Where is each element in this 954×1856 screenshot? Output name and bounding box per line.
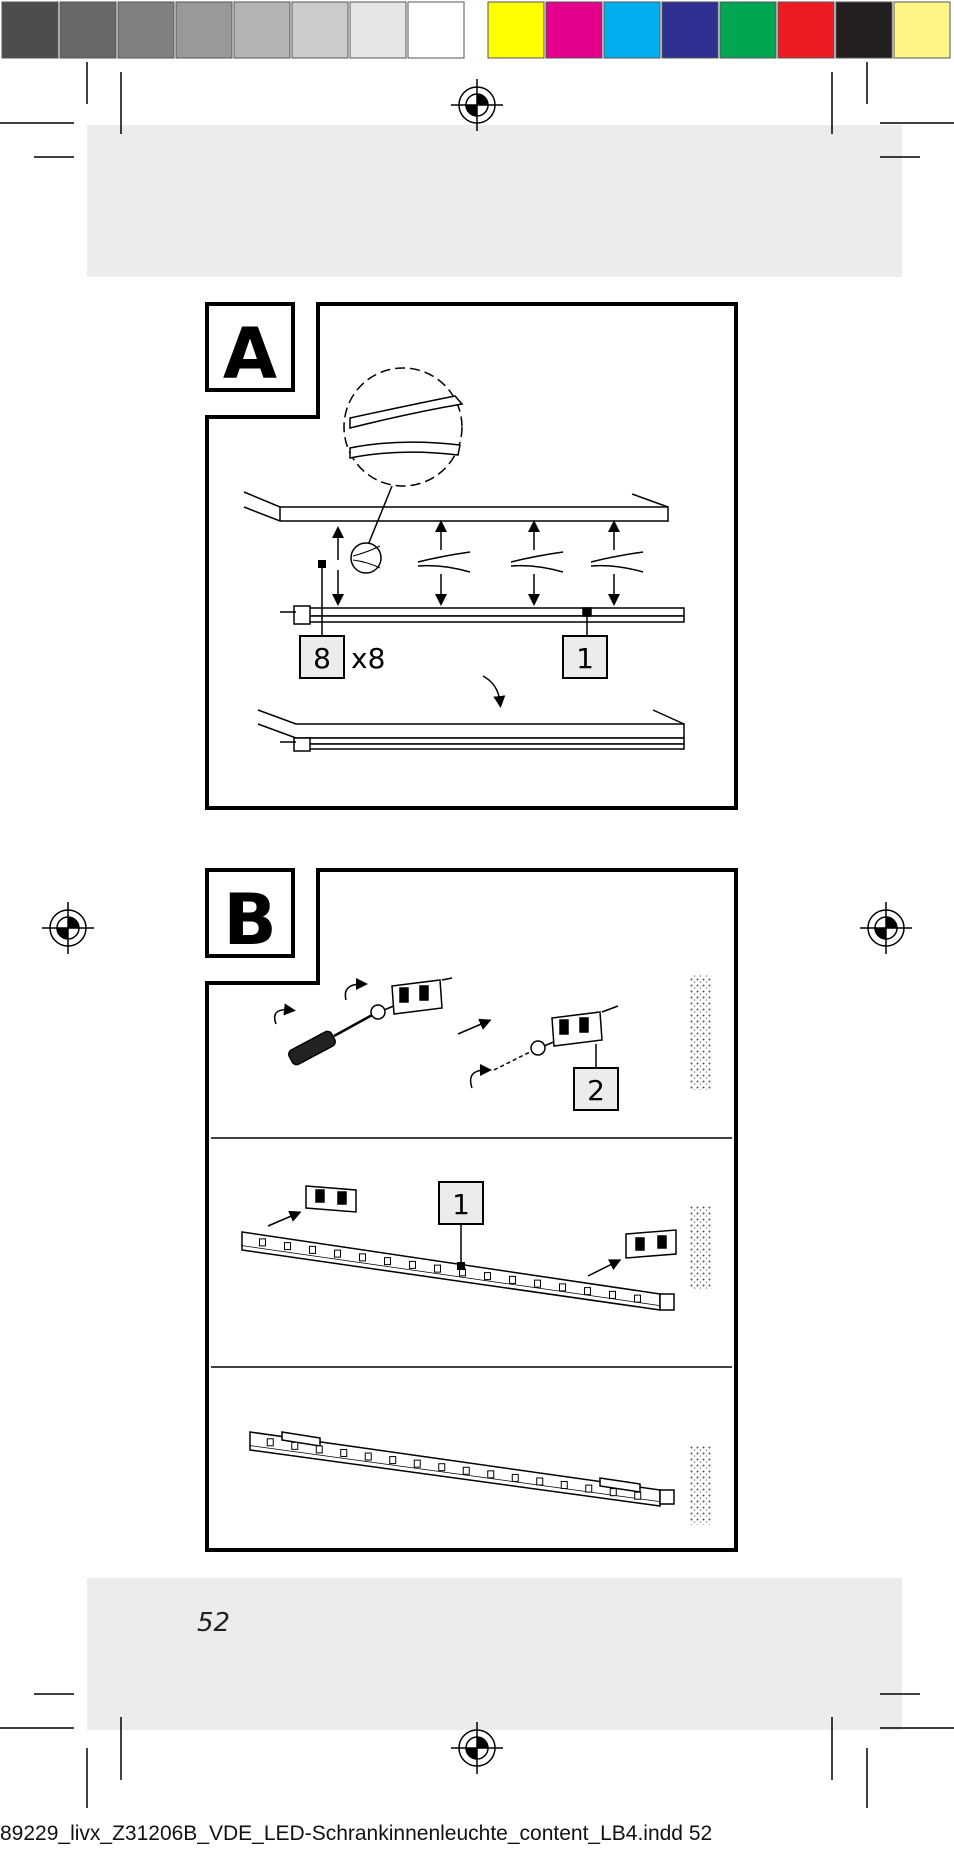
registration-mark-top bbox=[451, 79, 503, 131]
led-dot bbox=[487, 1470, 495, 1479]
led-dot bbox=[509, 1275, 516, 1284]
led-dot bbox=[534, 1279, 541, 1288]
led-dot bbox=[315, 1445, 323, 1454]
figure-a-frame bbox=[205, 302, 738, 810]
figure-b-clip-mounting-diagram: B 2 bbox=[205, 868, 738, 1552]
led-dots-bar-2 bbox=[266, 1438, 642, 1500]
led-dot bbox=[560, 1481, 568, 1490]
svg-text:1: 1 bbox=[576, 642, 594, 675]
registration-mark-right bbox=[860, 902, 912, 954]
color-swatch bbox=[545, 1, 603, 59]
led-dot bbox=[413, 1459, 421, 1468]
color-swatch bbox=[175, 1, 233, 59]
led-dot bbox=[484, 1272, 491, 1281]
color-swatch bbox=[661, 1, 719, 59]
led-dot bbox=[334, 1249, 341, 1258]
svg-text:1: 1 bbox=[452, 1188, 470, 1221]
shelf-top bbox=[243, 491, 669, 522]
rotate-arrow-icons bbox=[273, 978, 492, 1089]
quantity-label: x8 bbox=[351, 642, 385, 675]
callout-part-8: 8 bbox=[299, 560, 345, 679]
led-dot bbox=[438, 1463, 446, 1472]
color-swatch bbox=[117, 1, 175, 59]
screwdriver-icon bbox=[288, 1012, 375, 1066]
callout-part-1-b: 1 bbox=[438, 1181, 484, 1270]
mounting-clip-2 bbox=[551, 1005, 619, 1047]
footer-band bbox=[87, 1578, 902, 1730]
led-dot bbox=[409, 1260, 416, 1269]
print-slug: 89229_livx_Z31206B_VDE_LED-Schrankinnenl… bbox=[0, 1822, 713, 1845]
led-bar-a1 bbox=[280, 605, 685, 625]
led-dot bbox=[634, 1491, 642, 1500]
color-swatch bbox=[349, 1, 407, 59]
led-dot bbox=[536, 1477, 544, 1486]
wall-texture-2 bbox=[690, 1205, 712, 1290]
color-swatch bbox=[233, 1, 291, 59]
led-dot bbox=[609, 1488, 617, 1497]
page-number: 52 bbox=[197, 1608, 231, 1638]
led-dot bbox=[384, 1257, 391, 1266]
motion-arrow-2 bbox=[267, 1210, 302, 1227]
led-dot bbox=[389, 1456, 397, 1465]
figure-b-label: B bbox=[223, 879, 276, 961]
figure-a-label-box bbox=[205, 302, 295, 392]
wall-texture-1 bbox=[690, 975, 712, 1090]
led-dot bbox=[511, 1473, 519, 1482]
mounting-clip-3 bbox=[305, 1185, 357, 1213]
header-band bbox=[87, 125, 902, 277]
curved-arrow-icon bbox=[482, 675, 506, 708]
color-swatch bbox=[603, 1, 661, 59]
led-bar-b1 bbox=[241, 1231, 675, 1311]
registration-mark-left bbox=[42, 902, 94, 954]
led-bar-b2-mounted bbox=[249, 1431, 675, 1507]
color-swatch bbox=[487, 1, 545, 59]
led-dot bbox=[359, 1253, 366, 1262]
motion-arrow-3 bbox=[587, 1259, 622, 1277]
color-swatch bbox=[291, 1, 349, 59]
led-dot bbox=[462, 1466, 470, 1475]
color-swatch bbox=[893, 1, 951, 59]
shelf-with-bar-mounted bbox=[257, 709, 685, 752]
led-dot bbox=[364, 1452, 372, 1461]
led-dot bbox=[291, 1441, 299, 1450]
svg-text:8: 8 bbox=[313, 642, 331, 675]
led-dot bbox=[559, 1283, 566, 1292]
led-dot bbox=[266, 1438, 274, 1447]
color-swatch bbox=[777, 1, 835, 59]
color-swatch bbox=[59, 1, 117, 59]
figure-a-label: A bbox=[223, 313, 277, 395]
color-swatch bbox=[1, 1, 59, 59]
figure-a-mounting-diagram: A 8 bbox=[205, 302, 738, 810]
registration-mark-bottom bbox=[451, 1722, 503, 1774]
color-swatch bbox=[407, 1, 465, 59]
color-swatch bbox=[719, 1, 777, 59]
figure-b-label-box bbox=[205, 868, 295, 958]
svg-text:2: 2 bbox=[587, 1074, 605, 1107]
led-dot bbox=[585, 1484, 593, 1493]
screw-icons bbox=[370, 1004, 557, 1071]
adhesive-pad-arrows bbox=[332, 520, 644, 606]
color-calibration-bar bbox=[1, 1, 951, 59]
wall-texture-3 bbox=[690, 1445, 712, 1525]
led-dots-bar-1 bbox=[259, 1238, 641, 1303]
color-swatch bbox=[835, 1, 893, 59]
callout-part-2: 2 bbox=[573, 1044, 619, 1111]
motion-arrow bbox=[457, 1018, 492, 1035]
led-dot bbox=[340, 1448, 348, 1457]
led-dot bbox=[309, 1245, 316, 1254]
led-dot bbox=[634, 1294, 641, 1303]
mounting-clip-1 bbox=[391, 977, 453, 1015]
led-dot bbox=[609, 1290, 616, 1299]
magnifier-adhesive-detail bbox=[343, 367, 464, 574]
mounting-clip-4 bbox=[625, 1229, 677, 1259]
led-dot bbox=[434, 1264, 441, 1273]
led-dot bbox=[584, 1287, 591, 1296]
led-dot bbox=[259, 1238, 266, 1247]
led-dot bbox=[284, 1242, 291, 1251]
callout-part-1-a: 1 bbox=[562, 616, 608, 679]
